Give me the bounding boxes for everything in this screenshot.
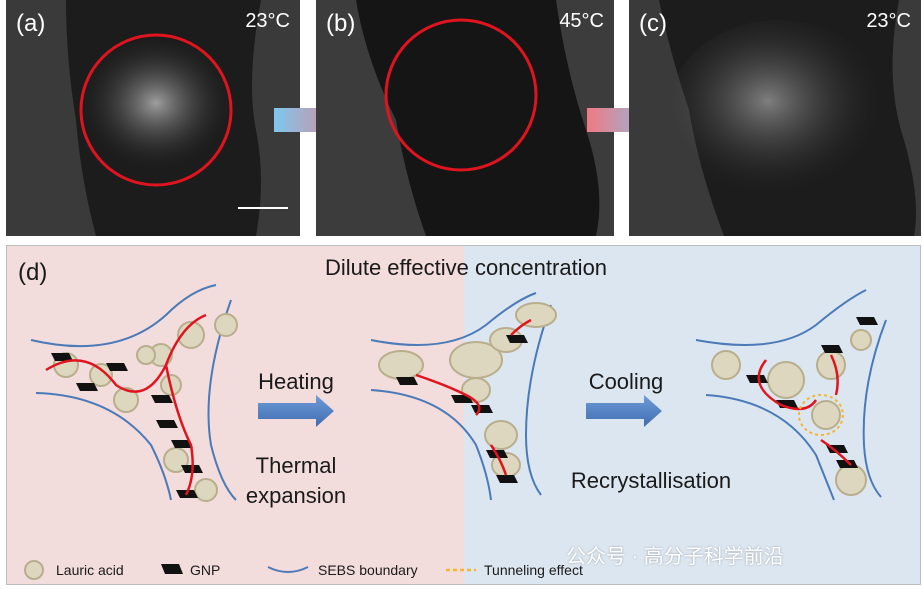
temperature-label: 45°C xyxy=(559,10,604,32)
scheme-recrystallised xyxy=(695,289,887,501)
legend-gnp-label: GNP xyxy=(190,562,221,578)
schematic-graphics xyxy=(6,245,921,585)
micrograph-b: (b) 45°C xyxy=(316,0,614,236)
micrograph-a: (a) 23°C xyxy=(6,0,300,236)
tunneling-zone xyxy=(798,394,844,436)
scheme-heated xyxy=(370,292,557,501)
schematic-diagram: (d) Dilute effective concentration Heati… xyxy=(6,245,921,585)
heating-label: Heating xyxy=(258,369,334,394)
temperature-label: 23°C xyxy=(245,10,290,32)
panel-label: (a) xyxy=(16,10,46,37)
legend-gnp-swatch xyxy=(161,564,183,574)
cooling-region-bg xyxy=(464,245,921,585)
legend-lauric-swatch xyxy=(24,560,44,580)
legend-lauric-label: Lauric acid xyxy=(56,562,124,578)
micrograph-a-image xyxy=(6,0,300,236)
recrystallisation-label: Recrystallisation xyxy=(570,468,732,493)
thermal-expansion-line2: expansion xyxy=(245,483,347,508)
temperature-label: 23°C xyxy=(866,10,911,32)
highlight-circle xyxy=(384,18,538,172)
highlight-circle xyxy=(79,33,233,187)
panel-label: (b) xyxy=(326,10,356,37)
cooling-arrow xyxy=(586,395,662,427)
panel-label: (d) xyxy=(18,259,48,286)
micrograph-b-image xyxy=(316,0,614,236)
micrograph-c-image xyxy=(629,0,921,236)
heating-arrow xyxy=(258,395,334,427)
legend-sebs-label: SEBS boundary xyxy=(318,562,418,578)
micrograph-c: (c) 23°C xyxy=(629,0,921,236)
legend-tunneling-label: Tunneling effect xyxy=(484,562,583,578)
thermal-expansion-line1: Thermal xyxy=(255,453,337,478)
watermark-text: 公众号 · 高分子科学前沿 xyxy=(566,546,784,568)
legend-sebs-swatch xyxy=(267,566,309,573)
cooling-label: Cooling xyxy=(588,369,664,394)
panel-label: (c) xyxy=(639,10,667,37)
scheme-initial xyxy=(30,284,238,502)
legend xyxy=(24,560,476,580)
heating-region-bg xyxy=(6,245,464,585)
diagram-title: Dilute effective concentration xyxy=(324,255,608,280)
